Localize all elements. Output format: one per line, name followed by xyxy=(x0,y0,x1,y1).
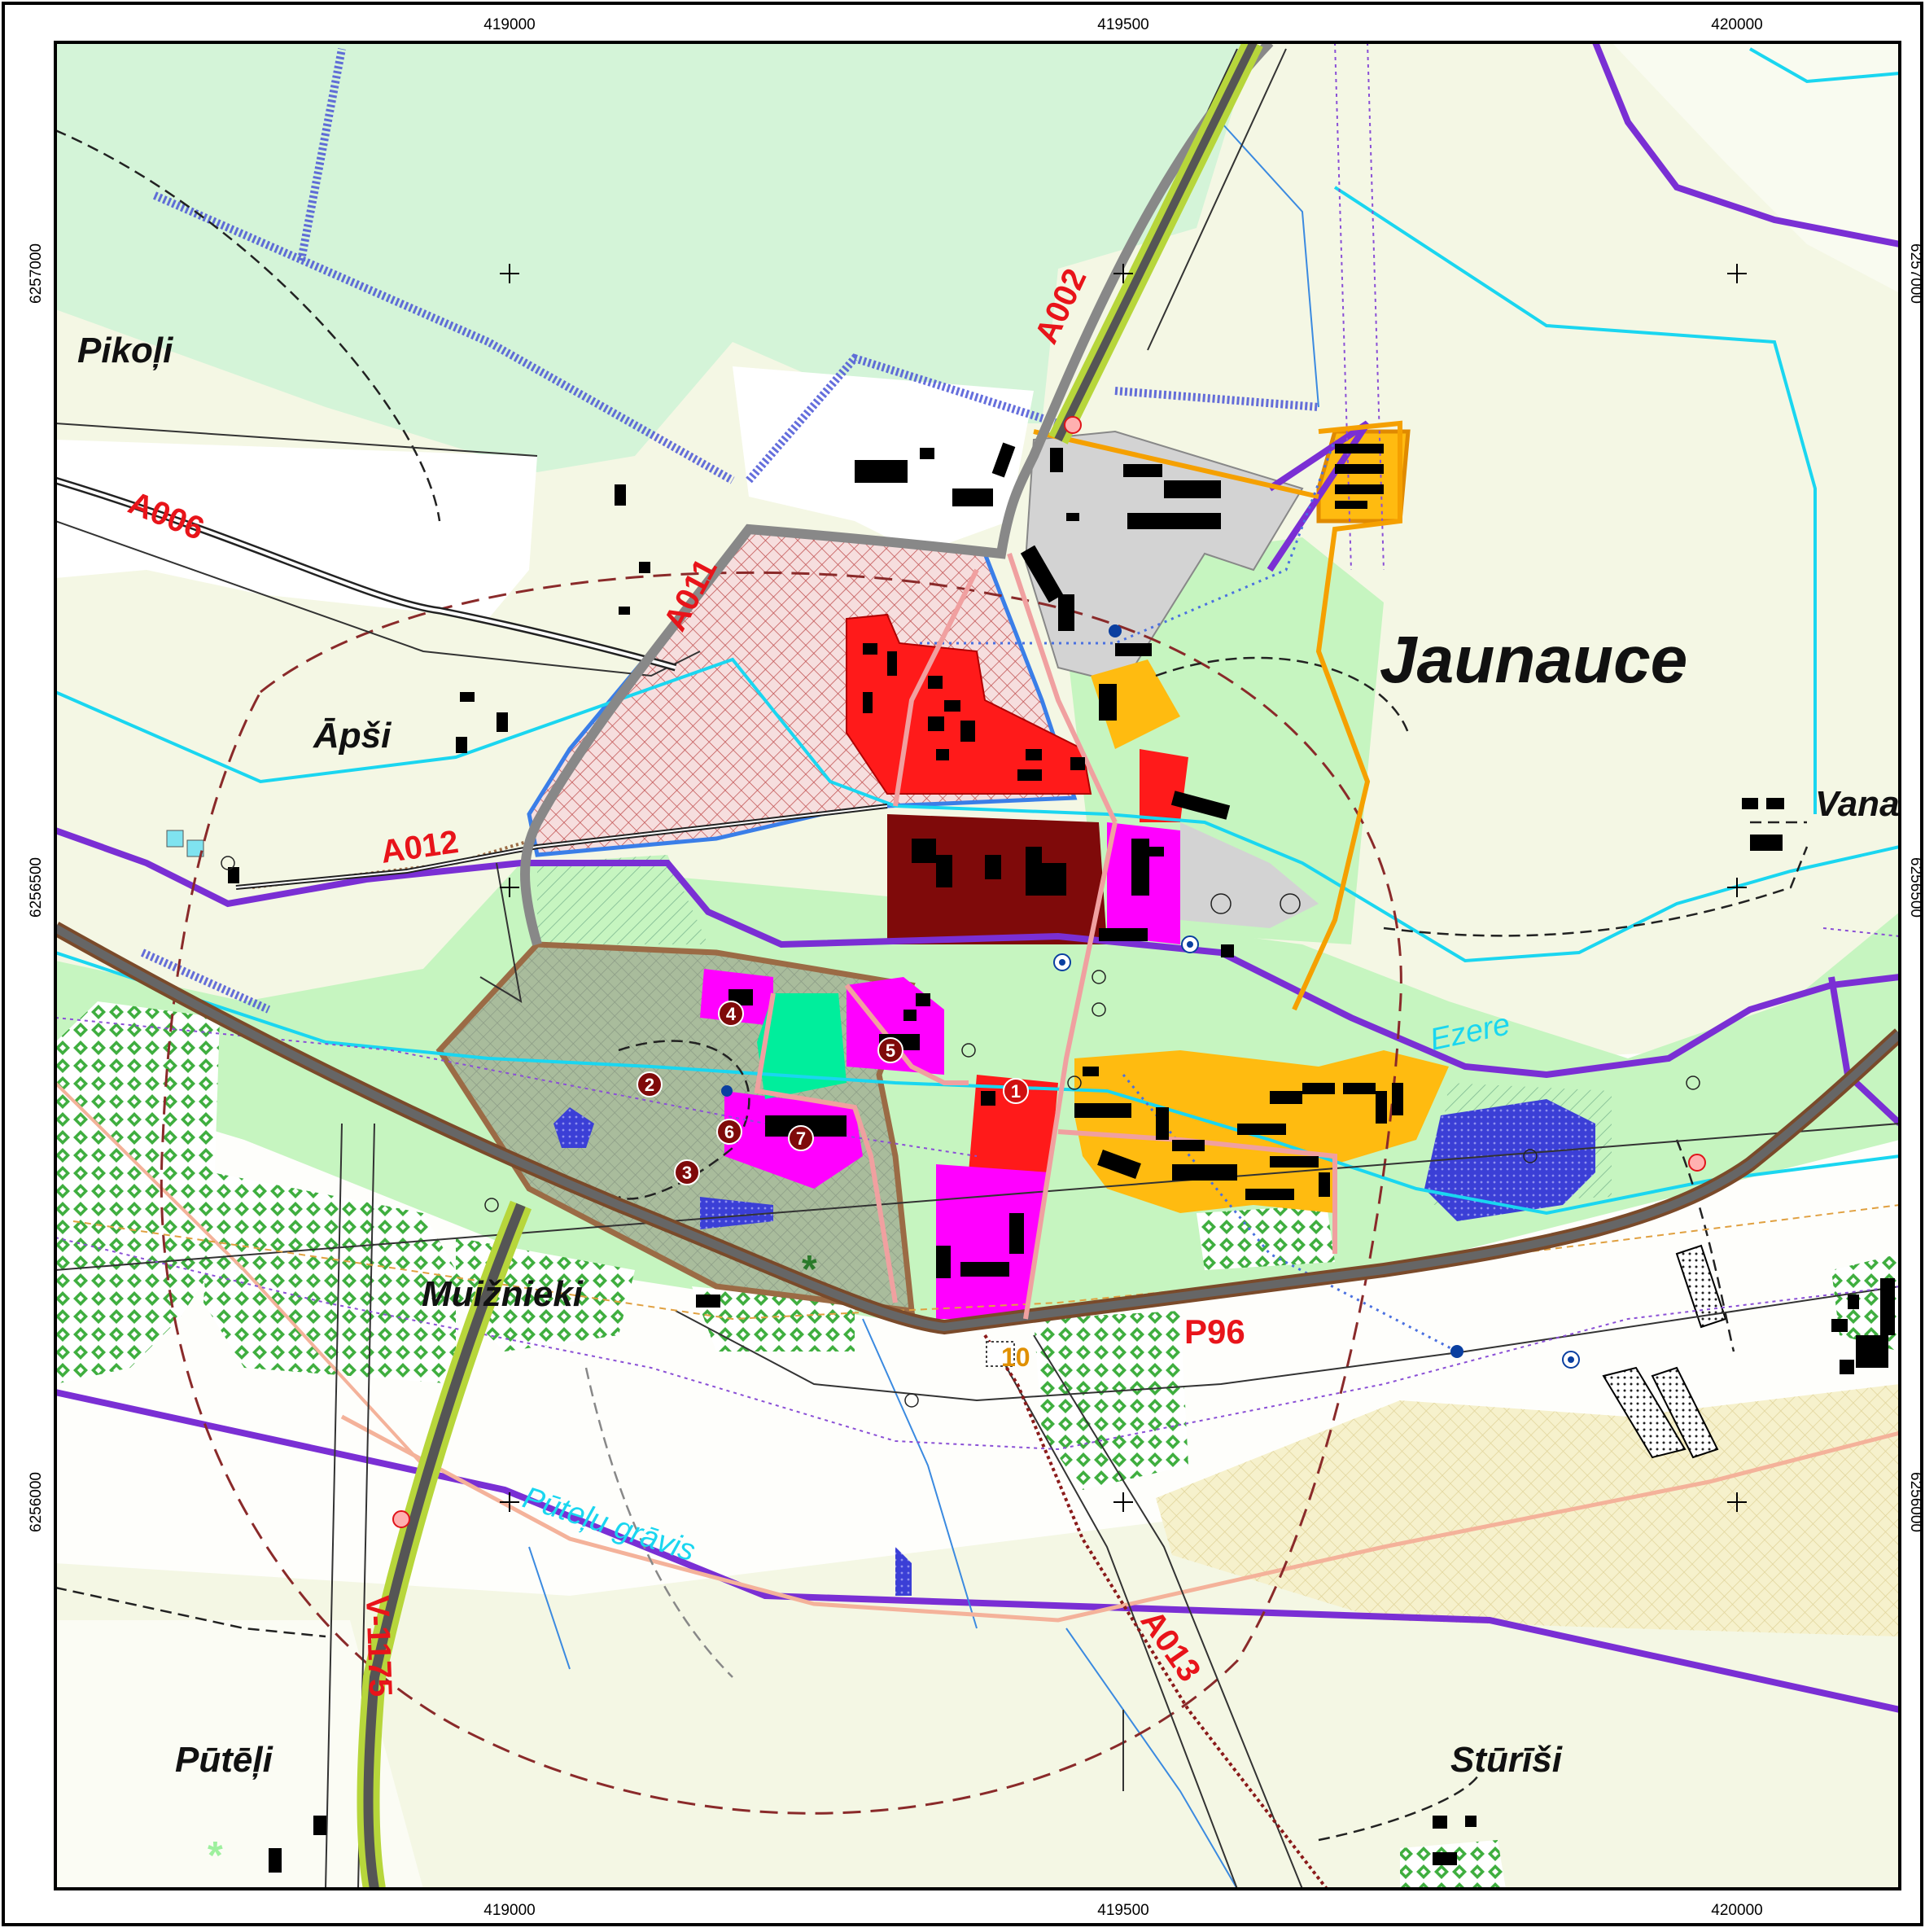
easting-label-bottom-2: 419500 xyxy=(1097,1902,1148,1919)
rivers xyxy=(55,47,1900,1216)
marker-2: 2 xyxy=(637,1071,663,1097)
place-puteli: Pūtēļi xyxy=(175,1740,273,1780)
place-apsi: Āpši xyxy=(313,716,392,756)
grid-crosses xyxy=(500,264,1747,1512)
marker-circle xyxy=(716,1119,742,1145)
orchard-center xyxy=(1034,1311,1188,1490)
numbered-markers: 1 2 3 4 5 6 7 xyxy=(637,1001,1029,1185)
marker-7: 7 xyxy=(788,1125,814,1151)
place-vana: Vana xyxy=(1815,784,1900,824)
marker-6: 6 xyxy=(716,1119,742,1145)
northing-label-left-1: 6257000 xyxy=(28,243,45,304)
marker-number: 4 xyxy=(726,1004,737,1024)
map-frame xyxy=(54,41,1901,1890)
marker-4: 4 xyxy=(718,1001,744,1027)
marker-number: 7 xyxy=(796,1128,806,1149)
easting-label-top-1: 419000 xyxy=(483,16,535,33)
northing-label-right-1: 6257000 xyxy=(1907,243,1924,304)
marker-circle xyxy=(877,1037,903,1063)
place-jaunauce: Jaunauce xyxy=(1380,623,1687,697)
easting-label-top-2: 419500 xyxy=(1097,16,1148,33)
marker-circle xyxy=(674,1159,700,1185)
marker-1: 1 xyxy=(1003,1078,1029,1104)
svg-text:*: * xyxy=(208,1834,223,1877)
svg-text:*: * xyxy=(802,1248,817,1291)
open-area-apsi xyxy=(55,440,537,619)
marker-3: 3 xyxy=(674,1159,700,1185)
pond-east xyxy=(1424,1099,1595,1221)
industrial-zone xyxy=(1024,430,1304,686)
marker-circle xyxy=(1003,1078,1029,1104)
well-icons xyxy=(721,624,1580,1369)
forest-area-north xyxy=(55,42,1253,472)
northing-label-left-3: 6256000 xyxy=(28,1472,45,1532)
marker-number: 3 xyxy=(682,1163,692,1183)
northing-label-right-3: 6256000 xyxy=(1907,1472,1924,1532)
marker-number: 2 xyxy=(645,1075,654,1095)
place-pikoli: Pikoļi xyxy=(77,331,173,370)
easting-label-bottom-3: 420000 xyxy=(1711,1902,1762,1919)
marker-circle xyxy=(637,1071,663,1097)
marker-circle xyxy=(718,1001,744,1027)
map-body: * * 1 2 3 4 5 6 7 10 Pikoļi Āpši Jaunauce Vana… xyxy=(55,42,1900,1889)
commercial-zone-south xyxy=(936,1164,1050,1319)
easting-label-top-3: 420000 xyxy=(1711,16,1762,33)
green-park xyxy=(757,993,847,1099)
road-label-p96: P96 xyxy=(1184,1312,1245,1351)
place-sturisi: Stūrīši xyxy=(1450,1740,1563,1780)
place-muizhnieki: Muižnieki xyxy=(422,1274,584,1314)
road-label-v1175: V-1175 xyxy=(359,1595,398,1698)
easting-label-bottom-1: 419000 xyxy=(483,1902,535,1919)
northing-label-left-2: 6256500 xyxy=(28,857,45,918)
marker-circle xyxy=(788,1125,814,1151)
marker-number: 5 xyxy=(886,1040,895,1061)
orange-boundary xyxy=(1292,420,1402,1011)
marker-number: 6 xyxy=(724,1122,734,1142)
marker-5: 5 xyxy=(877,1037,903,1063)
buildings xyxy=(228,442,1895,1873)
northing-label-right-2: 6256500 xyxy=(1907,857,1924,918)
map-symbol-10: 10 xyxy=(1001,1343,1030,1372)
residential-ne xyxy=(1316,429,1411,524)
marker-number: 1 xyxy=(1011,1081,1021,1102)
pond-park xyxy=(553,1107,594,1148)
map-symbols xyxy=(221,856,1700,1408)
orchard-west xyxy=(55,1001,220,1384)
